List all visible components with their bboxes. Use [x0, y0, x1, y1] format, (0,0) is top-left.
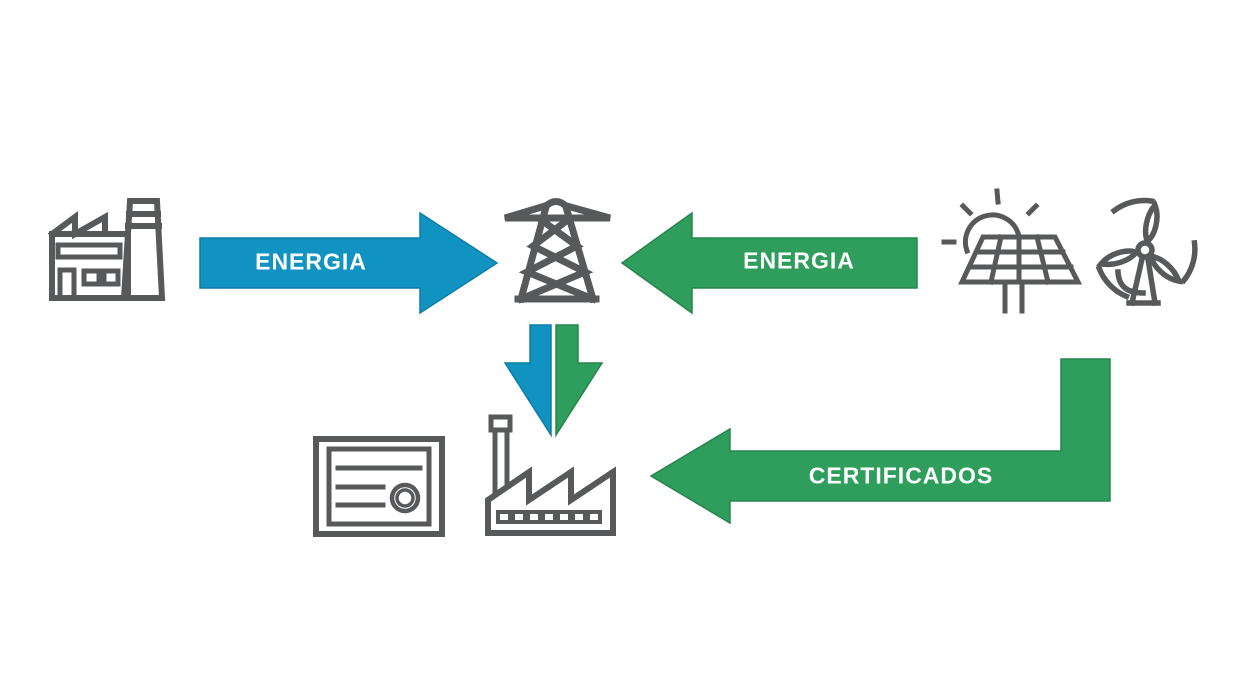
factory-icon	[485, 414, 616, 536]
energy-arrow-green	[620, 211, 918, 315]
solar-panel-icon	[941, 188, 1083, 314]
transmission-tower-icon	[503, 198, 611, 304]
energia-label-blue: ENERGIA	[255, 248, 367, 275]
energy-arrow-blue	[199, 211, 499, 315]
wind-turbine-icon	[1095, 197, 1198, 307]
energia-label-green: ENERGIA	[743, 247, 855, 274]
power-plant-icon	[47, 198, 166, 301]
certificate-icon	[313, 436, 445, 537]
certificates-arrow	[649, 358, 1111, 525]
certificados-label: CERTIFICADOS	[808, 462, 994, 489]
mixed-energy-down-arrow	[503, 324, 604, 438]
